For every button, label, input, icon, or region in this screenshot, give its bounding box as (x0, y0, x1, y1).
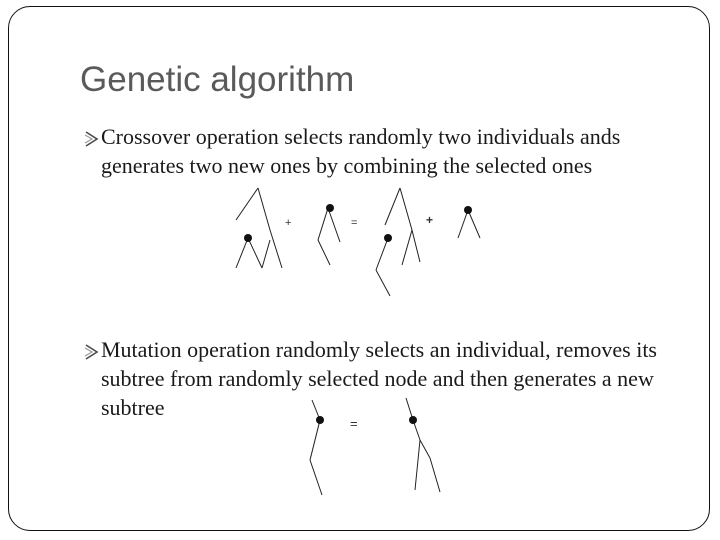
slide-title: Genetic algorithm (80, 60, 355, 99)
bullet-mutation: Mutation operation randomly selects an i… (84, 335, 684, 422)
slide-frame (8, 6, 710, 531)
bullet-arrow-icon (84, 127, 102, 147)
bullet-arrow-icon (84, 340, 102, 360)
bullet-crossover-text: Crossover operation selects randomly two… (101, 124, 621, 178)
bullet-mutation-text: Mutation operation randomly selects an i… (101, 337, 657, 420)
bullet-crossover: Crossover operation selects randomly two… (84, 122, 684, 180)
